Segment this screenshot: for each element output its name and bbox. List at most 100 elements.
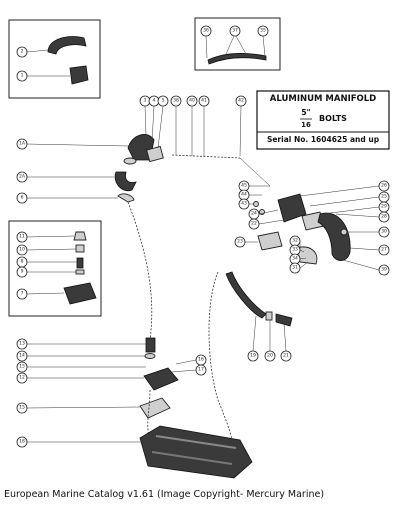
callout-19: 19 [247, 315, 259, 362]
bracket-part [295, 246, 318, 265]
callout-11: 11 [16, 231, 75, 243]
long-hose-part [225, 271, 267, 319]
callout-label: 4 [153, 98, 156, 104]
callout-25: 25 [309, 191, 390, 207]
callout-33: 33 [289, 244, 305, 256]
callout-label: 23 [237, 239, 243, 245]
callout-35: 35 [257, 25, 269, 57]
callout-15-a: 15 [16, 361, 146, 373]
screw-part [253, 201, 259, 207]
callout-label: 9 [21, 269, 24, 275]
callout-41: 41 [198, 95, 210, 157]
callout-13: 13 [16, 338, 146, 350]
callout-5: 5 [157, 95, 169, 149]
callout-label: 45 [241, 183, 247, 189]
callout-label: 25 [381, 194, 387, 200]
callout-label: 6 [21, 195, 24, 201]
callout-label: 15 [19, 405, 25, 411]
callout-15-b: 15 [16, 402, 141, 414]
image-caption: European Marine Catalog v1.61 (Image Cop… [4, 489, 325, 500]
callout-2a: 2A [16, 171, 114, 183]
fitting-part [69, 65, 89, 85]
callout-label: 35 [260, 28, 266, 34]
hose-part [114, 171, 137, 192]
callout-label: 41 [201, 98, 207, 104]
callout-label: 1 [21, 73, 24, 79]
callout-label: 5 [162, 98, 165, 104]
gasket-strip-part [207, 52, 267, 65]
gasket-plate-part [139, 397, 171, 419]
spring-part [76, 257, 84, 269]
callout-7: 7 [16, 288, 65, 300]
callout-label: 29 [381, 204, 387, 210]
callout-label: 12 [19, 375, 25, 381]
callout-8: 8 [16, 256, 77, 268]
callout-36: 36 [200, 25, 212, 59]
callout-27: 27 [349, 244, 390, 256]
callout-label: 37 [232, 28, 238, 34]
callout-6: 6 [16, 192, 118, 204]
thermostat-housing-part [277, 193, 307, 223]
callout-34: 34 [289, 253, 307, 265]
callout-21: 21 [280, 323, 292, 362]
gasket-ring-part [144, 353, 156, 359]
inset-frame-top-left [8, 19, 101, 99]
callout-label: 38 [173, 98, 179, 104]
valve-body-part [63, 282, 97, 305]
callout-39: 39 [335, 257, 390, 276]
callout-label: 40 [189, 98, 195, 104]
callout-label: 32 [292, 238, 298, 244]
anode-part [145, 337, 156, 353]
callout-22: 22 [248, 218, 285, 230]
callout-label: 1A [19, 141, 26, 147]
callout-26: 26 [299, 180, 390, 197]
callout-label: 10 [19, 247, 25, 253]
callout-29: 29 [321, 201, 390, 215]
callout-label: 27 [381, 247, 387, 253]
callout-label: 36 [203, 28, 209, 34]
callout-4: 4 [148, 95, 160, 143]
callout-44: 44 [238, 189, 262, 201]
callout-37: 37 [225, 25, 247, 55]
elbow-manifold-part [317, 212, 351, 261]
bolt-label: BOLTS [319, 114, 347, 123]
clamp-part [117, 193, 135, 203]
callout-28: 28 [335, 211, 390, 223]
callout-9: 9 [16, 266, 76, 278]
callout-12: 12 [16, 372, 144, 384]
callout-30: 30 [347, 226, 390, 238]
callout-17: 17 [171, 364, 207, 376]
inset-frame-mid-left [8, 220, 102, 317]
cap-part [73, 231, 87, 241]
callout-label: 34 [292, 256, 298, 262]
hose-fitting-part [275, 313, 293, 327]
plug-part [340, 228, 348, 236]
callout-1: 1 [16, 70, 70, 82]
callout-label: 14 [19, 353, 25, 359]
callout-label: 17 [198, 367, 204, 373]
callout-label: 24 [251, 211, 257, 217]
inset-frame-top-center [194, 17, 281, 71]
callout-label: 22 [251, 221, 257, 227]
tube-line [239, 157, 271, 187]
callout-31: 31 [289, 261, 309, 274]
callout-32: 32 [289, 235, 301, 250]
callout-label: 16 [198, 357, 204, 363]
callout-42: 42 [235, 95, 247, 157]
callout-label: 44 [241, 192, 247, 198]
hose-routing-line [208, 271, 233, 441]
callout-label: 31 [292, 265, 298, 271]
callout-label: 28 [381, 214, 387, 220]
callout-label: 21 [283, 353, 289, 359]
bolt-denominator: 16 [301, 121, 311, 129]
callout-label: 19 [250, 353, 256, 359]
callout-38: 38 [170, 95, 182, 155]
callout-label: 30 [381, 229, 387, 235]
callout-2: 2 [16, 46, 49, 58]
callout-label: 20 [267, 353, 273, 359]
callout-14: 14 [16, 350, 145, 362]
bolt-numerator: 5" [301, 108, 310, 117]
callout-45: 45 [238, 180, 270, 192]
callout-label: 2 [21, 49, 24, 55]
small-clamp-part [265, 311, 273, 321]
